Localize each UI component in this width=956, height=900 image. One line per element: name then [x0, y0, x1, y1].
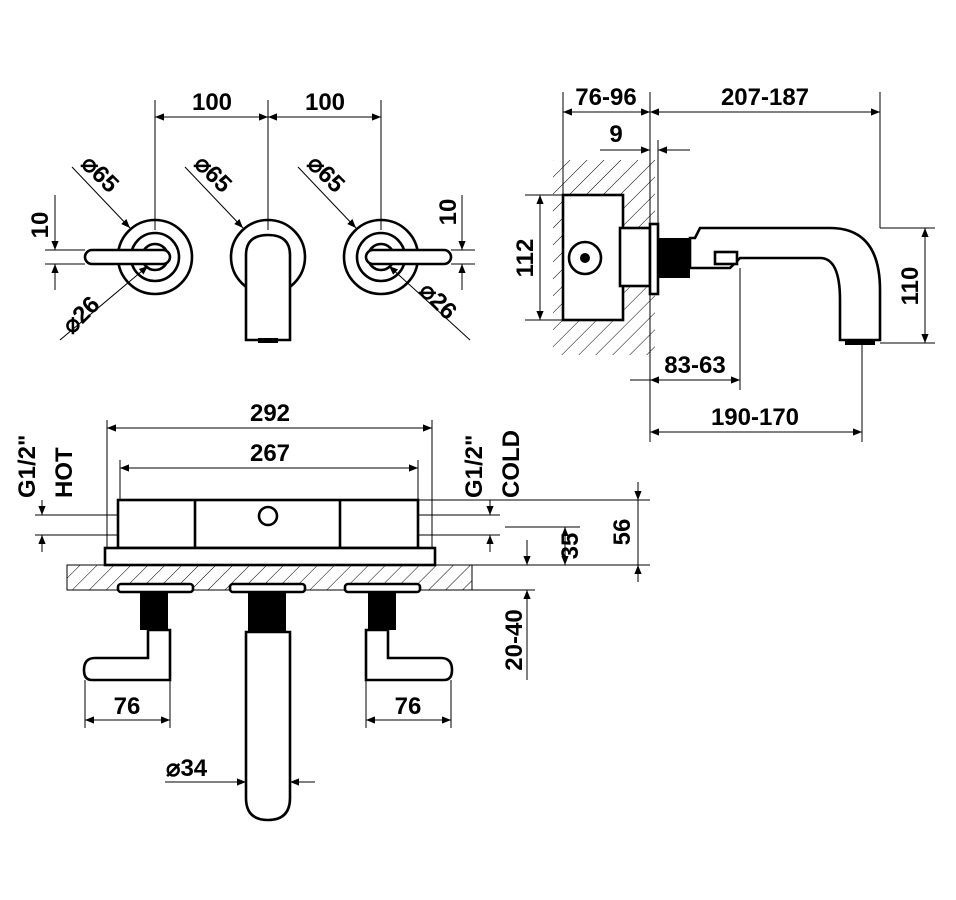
dim-spout-height: 110: [897, 267, 924, 306]
thread: [658, 238, 690, 278]
dim-spout-reach: 207-187: [721, 84, 809, 111]
dim-lever-right: 76: [395, 693, 422, 720]
dim-spout-dia: ⌀34: [166, 755, 208, 782]
dim-depth-56: 56: [609, 519, 636, 546]
dia-lever-right: ⌀26: [414, 277, 462, 325]
dim-overall-width: 292: [250, 400, 290, 427]
dim-inner-width: 267: [250, 440, 290, 467]
cold-label: COLD: [498, 430, 525, 498]
hot-label: HOT: [51, 447, 78, 498]
dim-spacing-left: 100: [192, 89, 232, 116]
lever-top-right: [364, 628, 454, 682]
lever-right: [364, 248, 453, 266]
flange: [103, 546, 437, 567]
dim-wall-cover: 20-40: [501, 609, 528, 670]
lever-top-left: [82, 628, 172, 682]
top-view: 292 267 G1/2" HOT G1/2" COLD: [14, 400, 650, 822]
dim-lever-height-right: 10: [435, 199, 462, 226]
spout-front: [244, 233, 292, 342]
dim-lever-left: 76: [114, 693, 141, 720]
dia-rosette-left: ⌀65: [76, 150, 124, 198]
dim-spacing-right: 100: [305, 89, 345, 116]
dim-outlet-reach: 190-170: [711, 404, 799, 431]
side-view: 76-96 207-187 9 112 110 83-63 190-170: [512, 84, 935, 442]
dim-wall-depth: 76-96: [575, 84, 636, 111]
dia-lever-left: ⌀26: [57, 291, 105, 339]
dim-depth-35: 35: [557, 533, 584, 560]
spout-top: [244, 630, 292, 822]
dim-outlet-from-wall: 83-63: [664, 352, 725, 379]
valve-body: [561, 193, 625, 322]
front-view: 100 100 ⌀65 ⌀65 ⌀65 ⌀26 ⌀26 10: [27, 89, 475, 343]
cold-thread: G1/2": [461, 435, 488, 498]
lever-left: [83, 248, 172, 266]
dia-rosette-mid: ⌀65: [189, 150, 237, 198]
dia-rosette-right: ⌀65: [302, 150, 350, 198]
hot-thread: G1/2": [14, 435, 41, 498]
dim-lever-height-left: 10: [27, 212, 54, 239]
dim-body-height: 112: [512, 239, 539, 278]
spout-side: [688, 226, 882, 342]
dim-offset: 9: [609, 121, 622, 148]
